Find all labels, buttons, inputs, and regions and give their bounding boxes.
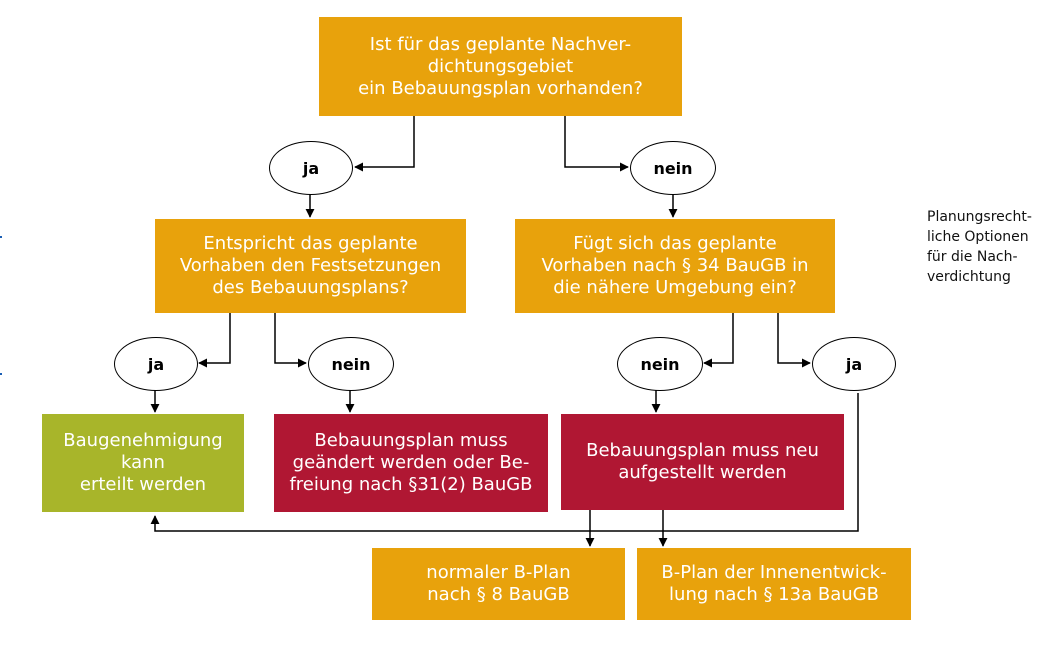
decision-yes-left-label: ja xyxy=(147,354,165,374)
connector-top-to-nein xyxy=(564,116,629,172)
side-note: Planungsrecht- liche Optionen für die Na… xyxy=(927,209,1032,285)
result-neu-text: Bebauungsplan muss neu aufgestellt werde… xyxy=(586,440,819,483)
question-festsetzungen-box: Entspricht das geplante Vorhaben den Fes… xyxy=(155,219,466,313)
decision-no-left: nein xyxy=(308,337,394,391)
connector-festsetzungen-to-ja xyxy=(198,313,231,368)
result-genehmigung-text: Baugenehmigung kann erteilt werden xyxy=(63,430,223,495)
question-plan-text: Ist für das geplante Nachver- dichtungsg… xyxy=(358,33,643,99)
edge-mark-bottom xyxy=(0,373,2,375)
decision-no-left-label: nein xyxy=(331,354,371,374)
decision-yes-top-label: ja xyxy=(302,158,320,178)
question-34-text: Fügt sich das geplante Vorhaben nach § 3… xyxy=(541,233,809,298)
connector-festsetzungen-to-nein xyxy=(274,313,307,368)
decision-no-top: nein xyxy=(630,141,716,195)
option-innen-text: B-Plan der Innenentwick- lung nach § 13a… xyxy=(661,562,887,605)
connector-34-to-nein xyxy=(703,313,734,368)
question-festsetzungen-text: Entspricht das geplante Vorhaben den Fes… xyxy=(179,233,442,298)
question-plan-box: Ist für das geplante Nachver- dichtungsg… xyxy=(319,17,682,116)
decision-yes-top: ja xyxy=(269,141,353,195)
decision-yes-left: ja xyxy=(114,337,198,391)
result-aendern-box: Bebauungsplan muss geändert werden oder … xyxy=(274,414,548,512)
question-34-box: Fügt sich das geplante Vorhaben nach § 3… xyxy=(515,219,835,313)
result-genehmigung-box: Baugenehmigung kann erteilt werden xyxy=(42,414,244,512)
decision-no-right: nein xyxy=(617,337,703,391)
option-normal-text: normaler B-Plan nach § 8 BauGB xyxy=(426,562,571,605)
decision-yes-right-label: ja xyxy=(845,354,863,374)
decision-yes-right: ja xyxy=(812,337,896,391)
option-innen-box: B-Plan der Innenentwick- lung nach § 13a… xyxy=(637,548,911,620)
connector-34-to-ja xyxy=(777,313,811,368)
decision-no-top-label: nein xyxy=(653,158,693,178)
option-normal-box: normaler B-Plan nach § 8 BauGB xyxy=(372,548,625,620)
result-neu-box: Bebauungsplan muss neu aufgestellt werde… xyxy=(561,414,844,510)
connector-top-to-ja xyxy=(354,116,415,172)
connector-ja-to-genehmigung-return xyxy=(150,393,859,532)
edge-mark-top xyxy=(0,236,2,238)
decision-no-right-label: nein xyxy=(640,354,680,374)
result-aendern-text: Bebauungsplan muss geändert werden oder … xyxy=(289,430,533,495)
